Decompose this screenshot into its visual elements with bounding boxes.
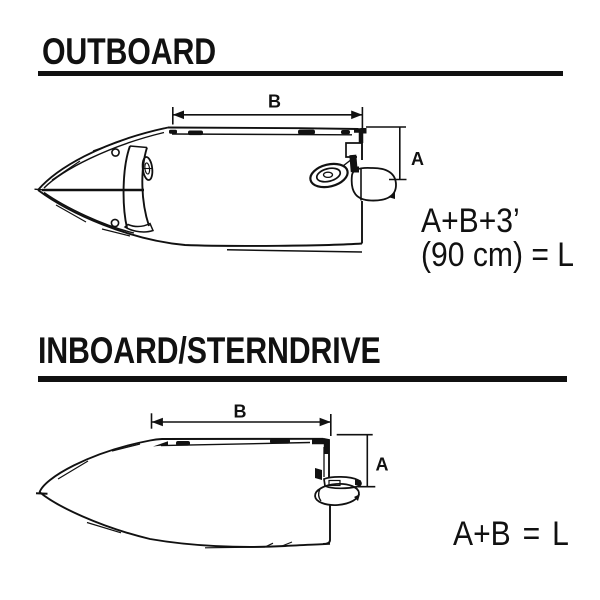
inboard-dim-a-label: A	[376, 455, 389, 475]
inboard-boat-drawing	[35, 437, 362, 549]
inboard-formula: A+B = L	[453, 514, 569, 553]
inboard-diagram: B A	[35, 402, 389, 549]
inboard-dim-a: A	[336, 433, 389, 488]
outboard-formula: A+B+3’ (90 cm) = L	[421, 202, 575, 274]
outboard-boat-drawing	[34, 126, 397, 253]
inboard-formula-line1: A+B = L	[453, 514, 569, 553]
inboard-heading: INBOARD/STERNDRIVE	[37, 329, 381, 371]
outboard-heading: OUTBOARD	[41, 31, 216, 72]
inboard-heading-rule	[38, 376, 567, 382]
outboard-heading-rule	[38, 70, 563, 76]
outboard-dim-b-label: B	[268, 92, 281, 112]
inboard-dim-b: B	[150, 402, 332, 436]
outboard-formula-line2: (90 cm) = L	[421, 235, 575, 274]
outboard-dim-a: A	[366, 126, 424, 181]
outboard-dim-b: B	[172, 92, 364, 128]
outboard-formula-line1: A+B+3’	[421, 202, 520, 240]
outboard-diagram: B A	[34, 92, 424, 253]
inboard-dim-b-label: B	[234, 402, 247, 422]
outboard-dim-a-label: A	[411, 149, 424, 169]
